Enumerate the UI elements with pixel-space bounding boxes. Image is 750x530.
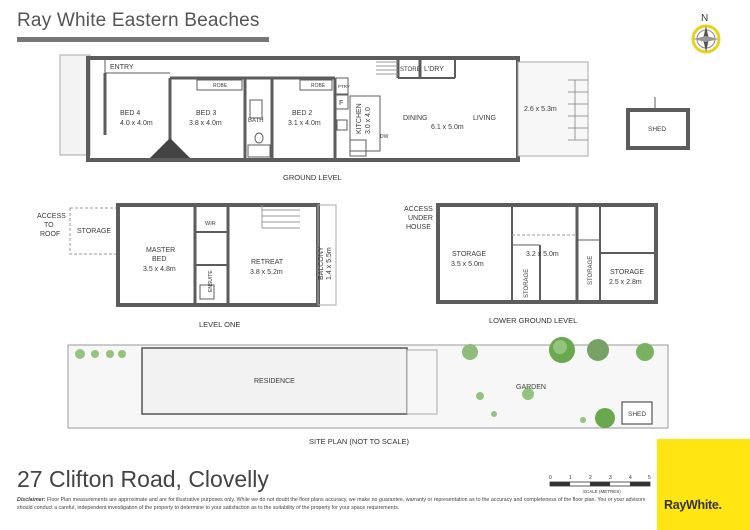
agency-underline: [17, 37, 269, 42]
master-bed-label-1: MASTER: [146, 247, 175, 254]
level-one-access-3: ROOF: [40, 231, 60, 238]
kitchen-label: KITCHEN: [356, 103, 363, 134]
shed-label-ground: SHED: [648, 126, 666, 133]
site-garden-label: GARDEN: [516, 384, 546, 391]
ground-level-plan: [59, 54, 690, 162]
master-bed-dim: 3.5 x 4.8m: [143, 266, 176, 273]
lower-storage-narrow-label: STORAGE: [524, 269, 530, 298]
lower-ground-title: LOWER GROUND LEVEL: [489, 316, 577, 325]
ground-level-title: GROUND LEVEL: [283, 173, 342, 182]
bed2-label: BED 2: [292, 110, 312, 117]
agency-name: Ray White Eastern Beaches: [17, 10, 260, 31]
lower-storage-a-label: STORAGE: [452, 251, 486, 258]
wir-label: WIR: [205, 221, 216, 227]
lower-storage-c-label: STORAGE: [588, 256, 594, 285]
lower-access-2: UNDER: [408, 215, 433, 222]
balcony-dim: 1.4 x 5.5m: [326, 247, 333, 280]
level-one-access-2: TO: [44, 222, 54, 229]
disclaimer-label: Disclaimer:: [17, 497, 46, 503]
scale-bar: [549, 481, 651, 487]
site-shed-label: SHED: [628, 411, 646, 418]
level-one-title: LEVEL ONE: [199, 320, 240, 329]
dining-label: DINING: [403, 115, 428, 122]
dishwasher-label: DW: [380, 134, 389, 140]
bed3-label: BED 3: [196, 110, 216, 117]
lower-access-1: ACCESS: [404, 206, 433, 213]
level-one-storage-label: STORAGE: [77, 228, 111, 235]
balcony-label: BALCONY: [318, 246, 325, 280]
retreat-label: RETREAT: [251, 259, 284, 266]
lower-storage-d-dim: 2.5 x 2.8m: [609, 279, 642, 286]
retreat-dim: 3.8 x 5.2m: [250, 269, 283, 276]
site-plan: [67, 337, 669, 429]
store-label: STORE: [400, 67, 421, 73]
scale-tick-5: 5: [648, 475, 651, 481]
master-bed-label-2: BED: [152, 256, 166, 263]
scale-tick-1: 1: [569, 475, 572, 481]
bed3-dim: 3.8 x 4.0m: [189, 120, 222, 127]
lower-room-b-dim: 3.2 x 5.0m: [526, 251, 559, 258]
bed4-label: BED 4: [120, 110, 140, 117]
site-residence-label: RESIDENCE: [254, 378, 295, 385]
bed2-dim: 3.1 x 4.0m: [288, 120, 321, 127]
lower-storage-d-label: STORAGE: [610, 269, 644, 276]
compass-north-label: N: [701, 13, 708, 24]
robe-label-bed3: ROBE: [213, 83, 228, 89]
robe-label-bed2: ROBE: [311, 83, 326, 89]
ensuite-label: ENSUITE: [208, 270, 214, 292]
entry-label: ENTRY: [110, 64, 134, 71]
deck-dim: 2.6 x 5.3m: [524, 106, 557, 113]
lower-ground-plan: [436, 203, 658, 304]
ray-white-logo: RayWhite.: [657, 439, 750, 530]
disclaimer-text: Floor Plan measurements are approximate …: [17, 497, 646, 511]
scale-tick-0: 0: [549, 475, 552, 481]
scale-tick-3: 3: [609, 475, 612, 481]
logo-text: RayWhite.: [664, 498, 722, 512]
bed4-dim: 4.0 x 4.0m: [120, 120, 153, 127]
scale-tick-4: 4: [629, 475, 632, 481]
fridge-label: F: [339, 100, 343, 107]
disclaimer: Disclaimer: Floor Plan measurements are …: [17, 497, 649, 512]
site-plan-title: SITE PLAN (NOT TO SCALE): [309, 437, 410, 446]
property-address: 27 Clifton Road, Clovelly: [17, 466, 269, 492]
bath-label: BATH: [248, 118, 264, 124]
laundry-label: L'DRY: [424, 66, 444, 73]
compass-icon: N: [691, 13, 721, 54]
level-one-plan: [69, 203, 337, 307]
lower-access-3: HOUSE: [406, 224, 431, 231]
level-one-access-1: ACCESS: [37, 213, 66, 220]
living-label: LIVING: [473, 115, 496, 122]
scale-tick-2: 2: [589, 475, 592, 481]
lower-storage-a-dim: 3.5 x 5.0m: [451, 261, 484, 268]
kitchen-dim: 3.0 x 4.0: [365, 107, 372, 134]
dining-living-dim: 6.1 x 5.0m: [431, 124, 464, 131]
pantry-label: PTRY: [338, 84, 350, 89]
scale-label: SCALE (METRES): [583, 489, 621, 494]
